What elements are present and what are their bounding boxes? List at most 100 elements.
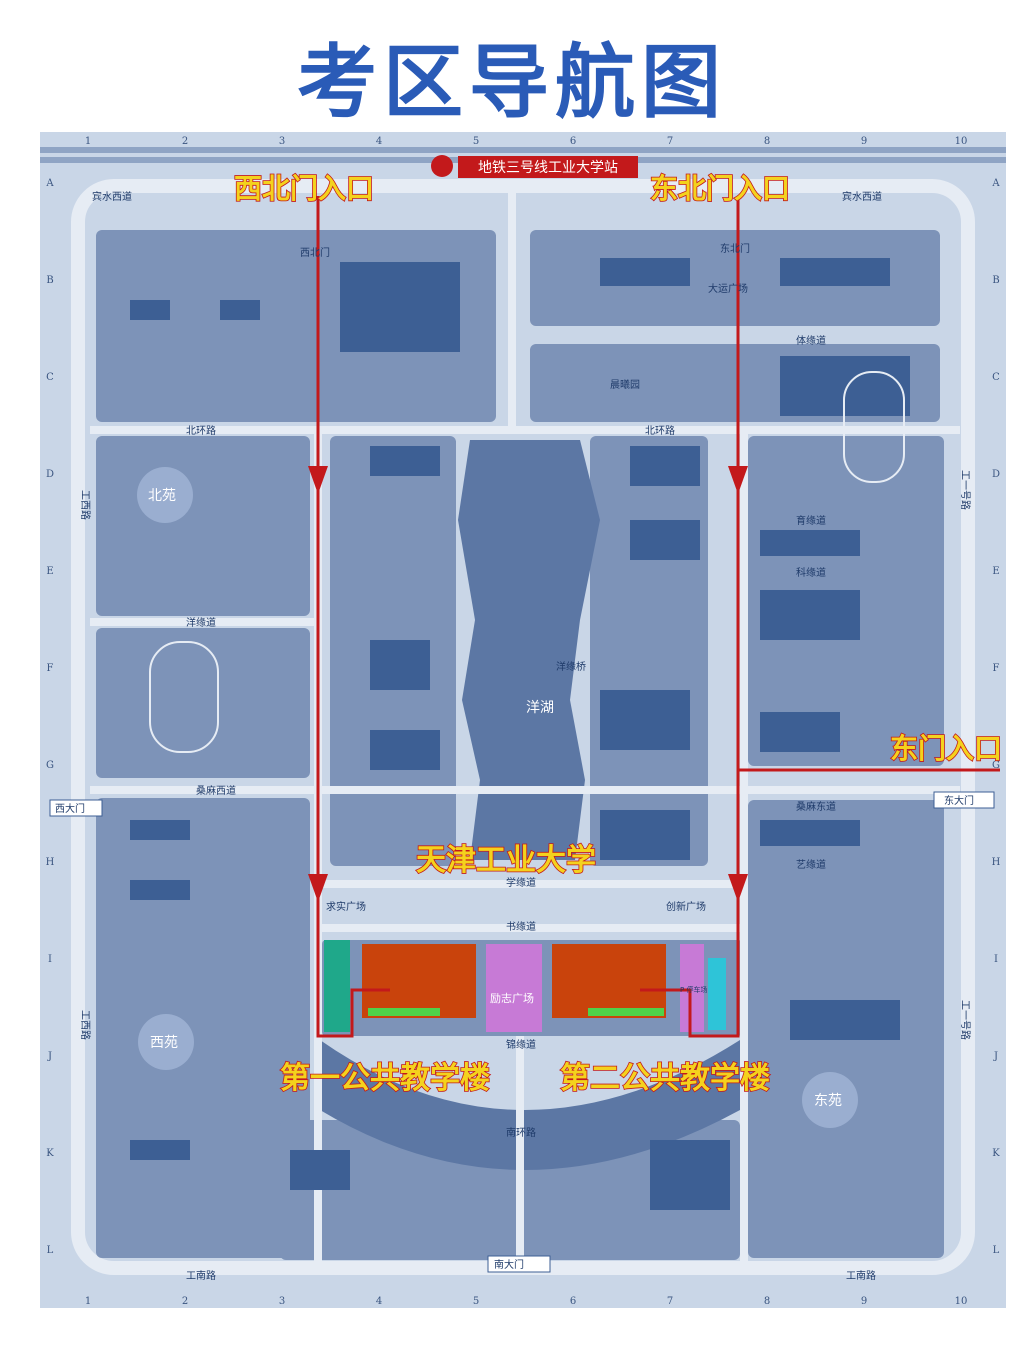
road-gongxi-vertical-bottom: 工西路 [79,1010,92,1040]
metro-badge [458,156,638,178]
road-gongyi-north: 工一号路 [959,470,972,510]
road-nanhuan: 南环路 [506,1126,536,1139]
road-binshui-west-right: 宾水西道 [842,190,882,203]
callout-northwest-entrance[interactable]: 西北门入口 [233,171,375,206]
grid-row-left-A: A [45,178,54,189]
grid-row-left-H: H [46,857,55,868]
road-shuyuan: 书缘道 [506,920,536,933]
road-gongxi-vertical-top: 工西路 [79,490,92,520]
metro-station-label[interactable]: 地铁三号线工业大学站 [478,160,618,176]
grid-col-bottom-1: 1 [85,1296,91,1307]
grid-row-left-D: D [46,469,54,480]
grid-col-bottom-4: 4 [376,1296,382,1307]
grid-col-top-10: 10 [955,136,968,147]
grid-row-left-G: G [46,760,54,771]
road-binshui-west-left: 宾水西道 [92,190,132,203]
grid-row-left-C: C [46,372,54,383]
grid-col-top-3: 3 [279,136,285,147]
grid-col-bottom-7: 7 [667,1296,673,1307]
grid-col-bottom-6: 6 [570,1296,576,1307]
grid-row-left-L: L [47,1245,54,1256]
road-keyuan: 科缘道 [796,566,826,579]
callout-building-1[interactable]: 第一公共教学楼 [279,1060,491,1097]
grid-row-left-K: K [46,1148,54,1159]
road-xueyuan: 学缘道 [506,876,536,889]
area-dongyuan[interactable]: 东苑 [814,1093,842,1109]
gate-south[interactable]: 南大门 [494,1258,524,1271]
grid-row-left-I: I [48,954,52,965]
area-qiushi-plaza[interactable]: 求实广场 [326,900,366,913]
road-yuyuan: 育缘道 [796,514,826,527]
road-yiyuan: 艺缘道 [796,858,826,871]
road-gongyi-south: 工一号路 [959,1000,972,1040]
area-xiyuan[interactable]: 西苑 [150,1035,178,1051]
road-beihuan-right: 北环路 [645,424,675,437]
road-yangyuan: 洋缘道 [186,616,216,629]
grid-columns-bottom: 1 2 3 4 5 6 7 8 9 10 [85,1296,968,1307]
grid-row-left-B: B [46,275,53,286]
route-lines [316,196,1000,1038]
grid-row-right-K: K [992,1148,1000,1159]
grid-col-top-4: 4 [376,136,382,147]
road-gongnan-right: 工南路 [846,1269,876,1282]
grid-row-left-F: F [47,663,54,674]
yang-lake [458,440,600,860]
gate-west-box [49,799,103,817]
area-lake[interactable]: 洋湖 [526,700,554,716]
grid-row-right-B: B [992,275,999,286]
grid-rows-left: A B C D E F G H I J K L [45,178,54,1256]
grid-row-right-D: D [992,469,1000,480]
area-dayun-plaza[interactable]: 大运广场 [708,282,748,295]
gate-northwest[interactable]: 西北门 [300,246,330,259]
grid-col-top-1: 1 [85,136,91,147]
gate-east-box [933,791,995,809]
grid-row-right-E: E [992,566,999,577]
grid-col-bottom-9: 9 [861,1296,867,1307]
grid-row-right-I: I [994,954,998,965]
grid-col-bottom-8: 8 [764,1296,770,1307]
grid-row-left-E: E [46,566,53,577]
parking-label[interactable]: P 停车场 [680,985,707,994]
area-chenxi-garden[interactable]: 晨曦园 [610,378,640,391]
grid-row-left-J: J [47,1051,52,1062]
metro-icon [431,155,453,177]
gate-east[interactable]: 东大门 [944,794,974,807]
buildings [130,258,910,1210]
road-gongxi-south: 工西路 [79,1010,92,1040]
grid-row-right-H: H [992,857,1001,868]
venue-blocks [324,940,726,1032]
grid-col-bottom-5: 5 [473,1296,479,1307]
road-gongyi-vertical-bottom: 工一号路 [959,1000,972,1040]
area-beiyuan[interactable]: 北苑 [148,488,176,504]
callout-campus-name[interactable]: 天津工业大学 [415,842,597,879]
road-sangma-west: 桑麻西道 [196,784,236,797]
road-gongyi-vertical-top: 工一号路 [959,470,972,510]
south-lake [320,1040,740,1170]
gate-northeast[interactable]: 东北门 [720,242,750,255]
route-arrows [308,466,748,902]
grid-row-right-C: C [992,372,1000,383]
area-chuangxin-plaza[interactable]: 创新广场 [666,900,706,913]
grid-col-bottom-3: 3 [279,1296,285,1307]
grid-col-bottom-2: 2 [182,1296,188,1307]
road-tiyuan: 体缘道 [796,334,826,347]
callout-building-2[interactable]: 第二公共教学楼 [559,1060,771,1097]
road-sangma-east: 桑麻东道 [796,800,836,813]
grid-col-top-5: 5 [473,136,479,147]
road-yangyuan-bridge: 洋缘桥 [556,660,586,673]
grid-row-right-A: A [991,178,1000,189]
grid-col-top-9: 9 [861,136,867,147]
grid-col-top-8: 8 [764,136,770,147]
road-gongxi-north: 工西路 [79,490,92,520]
sports-fields [149,371,905,753]
callout-northeast-entrance[interactable]: 东北门入口 [649,171,791,206]
grid-row-right-J: J [993,1051,998,1062]
area-lizhi-plaza[interactable]: 励志广场 [490,991,534,1005]
gate-west[interactable]: 西大门 [55,802,85,815]
callout-east-entrance[interactable]: 东门入口 [889,731,1003,766]
page-title: 考区导航图 [297,36,727,129]
grid-col-bottom-10: 10 [955,1296,968,1307]
